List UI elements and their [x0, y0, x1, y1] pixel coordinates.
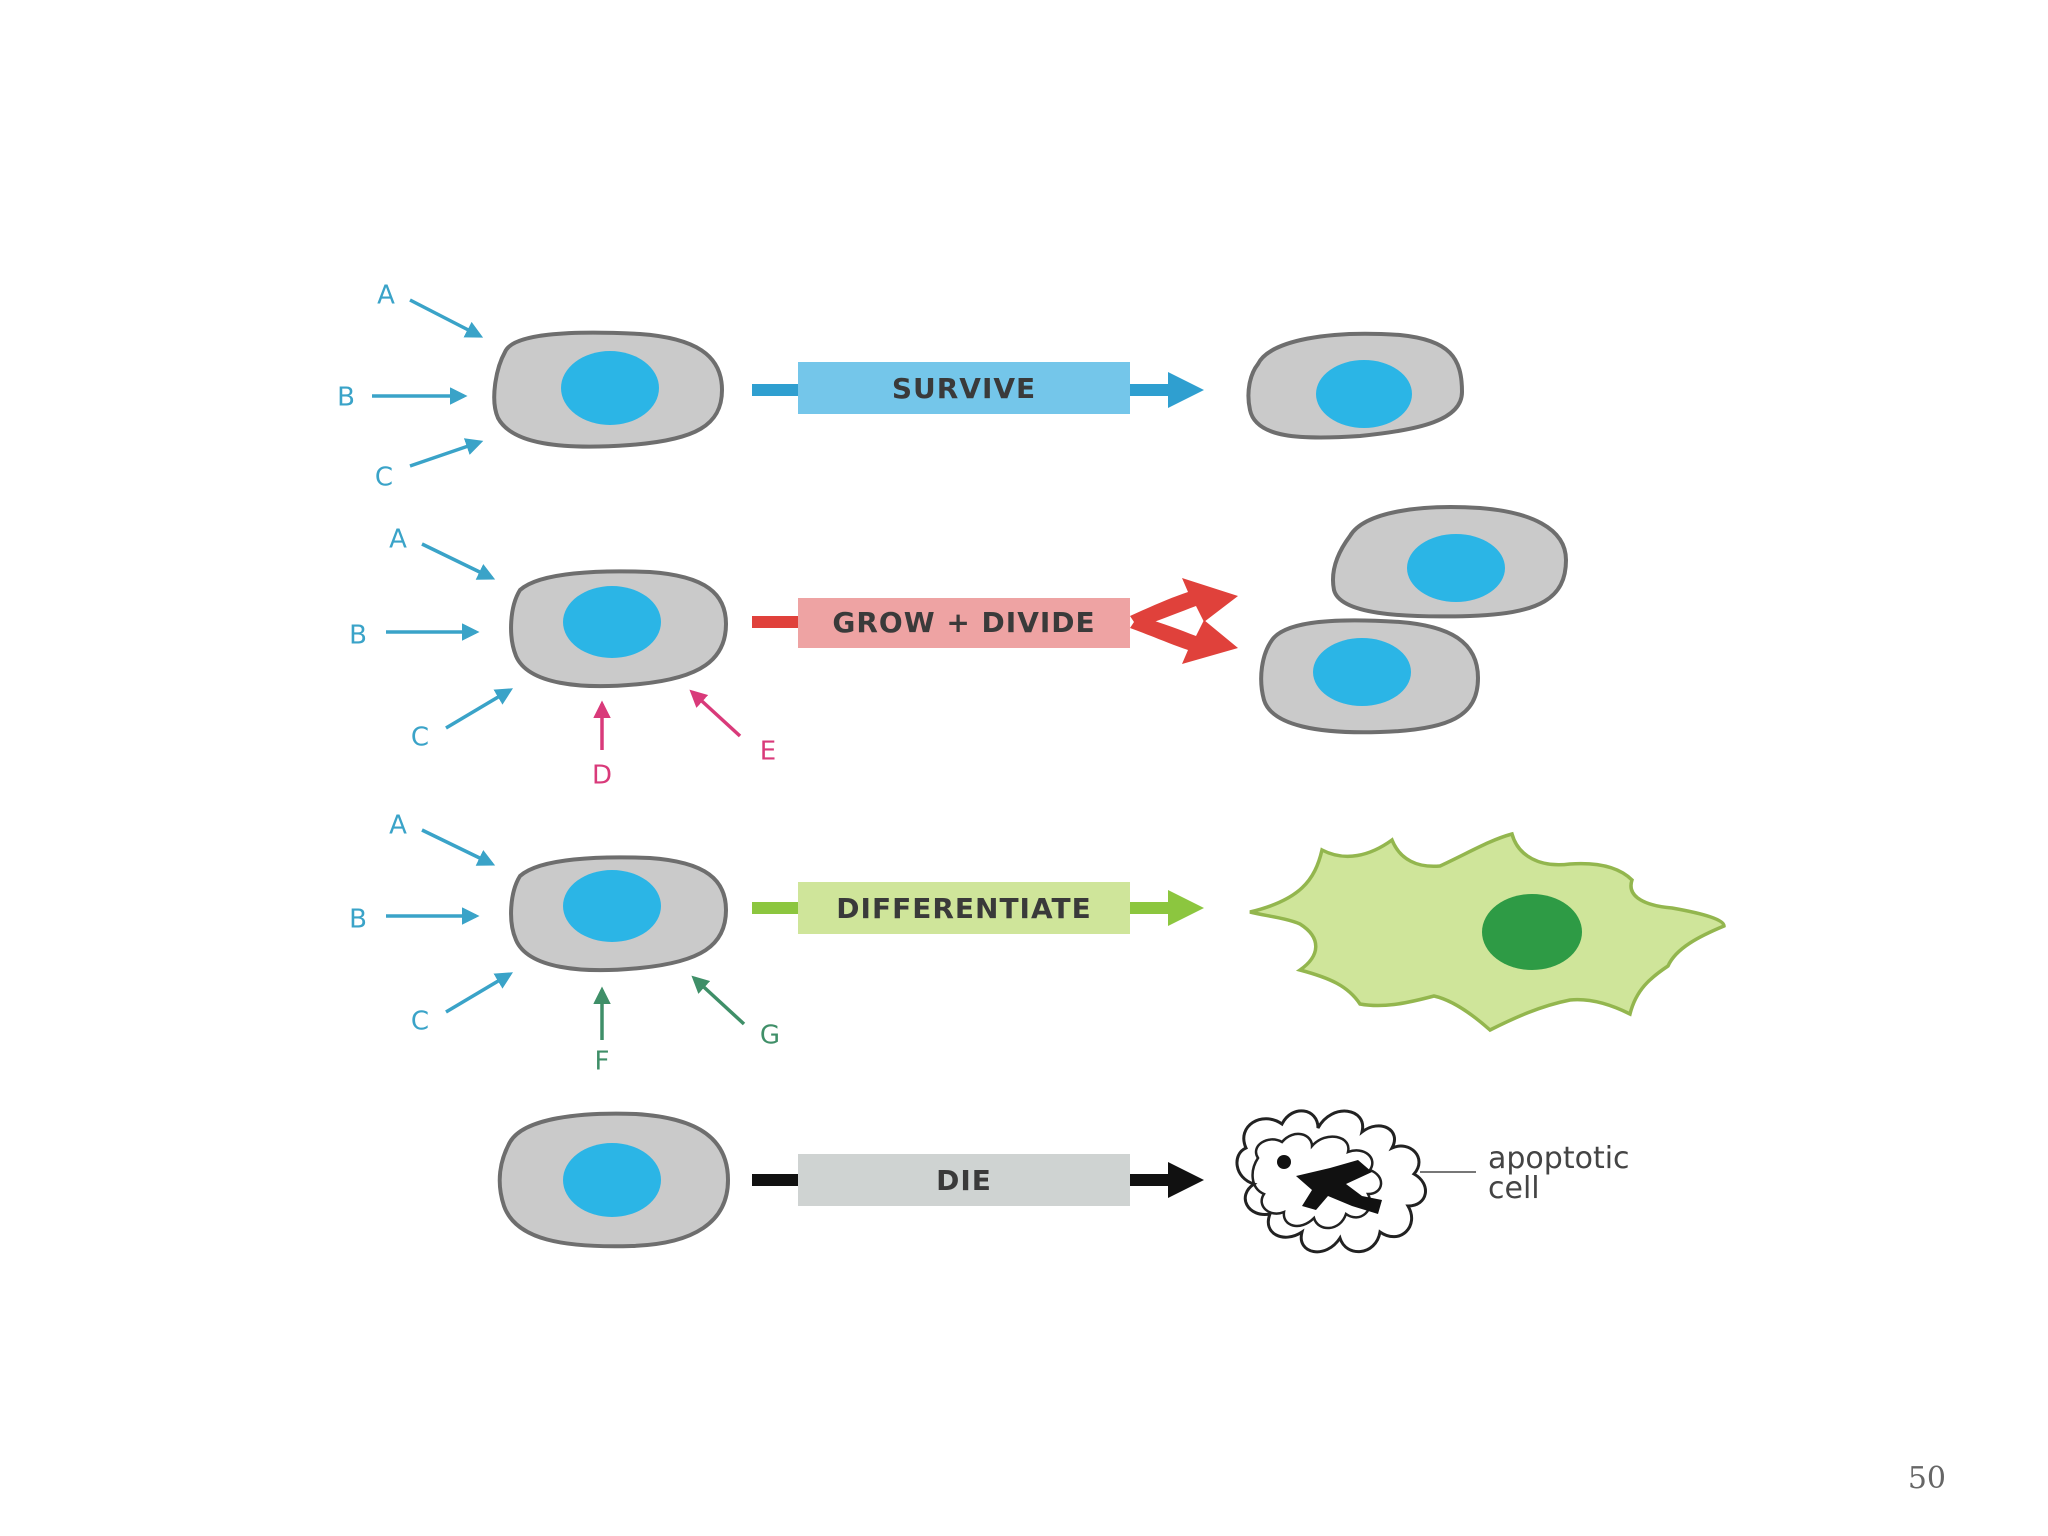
- signal-arrows-differentiate: A B C F G: [349, 811, 780, 1077]
- nucleus: [1482, 894, 1582, 970]
- outcome-arrow-survive: SURVIVE: [752, 362, 1204, 414]
- cell: [509, 569, 729, 689]
- signal-label-b: B: [349, 905, 367, 935]
- row-grow-divide: A B C D E GROW + DIVIDE: [349, 505, 1569, 791]
- outcome-arrow-differentiate: DIFFERENTIATE: [752, 882, 1204, 934]
- signal-arrow-c: [445, 972, 514, 1014]
- signal-arrow-a: [421, 828, 496, 866]
- signal-arrow-g: [691, 975, 746, 1026]
- nucleus: [563, 1143, 661, 1217]
- row-differentiate: A B C F G DIFFERENTIATE: [349, 811, 1726, 1077]
- signal-label-e: E: [760, 737, 776, 767]
- cell: [492, 330, 725, 449]
- nucleus: [1407, 534, 1505, 602]
- signal-arrow-c: [409, 438, 484, 468]
- signal-label-a: A: [389, 811, 407, 841]
- signal-arrows-grow: A B C D E: [349, 525, 776, 791]
- signal-label-c: C: [411, 723, 429, 753]
- signal-label-f: F: [595, 1047, 610, 1077]
- result-cell-survive: [1246, 331, 1465, 440]
- outcome-box-survive: [798, 362, 1130, 414]
- signal-label-g: G: [760, 1021, 780, 1051]
- apoptotic-label-line2: cell: [1488, 1171, 1540, 1206]
- row-die: DIE apoptotic cell: [497, 1109, 1630, 1254]
- slide-number: 50: [1907, 1461, 1946, 1496]
- outcome-arrow-die: DIE: [752, 1154, 1204, 1206]
- signal-arrow-a: [421, 542, 496, 580]
- outcome-label-die: DIE: [936, 1164, 992, 1197]
- signal-label-c: C: [411, 1007, 429, 1037]
- signal-arrows-survive: A B C: [337, 281, 484, 493]
- signal-label-a: A: [389, 525, 407, 555]
- signal-arrow-a: [409, 298, 484, 338]
- signal-label-b: B: [337, 383, 355, 413]
- cell: [509, 855, 729, 973]
- nucleus: [561, 351, 659, 425]
- apoptotic-label-line1: apoptotic: [1488, 1141, 1630, 1176]
- outcome-box-die: [798, 1154, 1130, 1206]
- signal-label-d: D: [592, 761, 612, 791]
- outcome-label-survive: SURVIVE: [892, 372, 1036, 405]
- signal-arrow-e: [689, 689, 742, 738]
- signal-label-c: C: [375, 463, 393, 493]
- differentiated-cell: [1249, 831, 1726, 1033]
- outcome-label-grow: GROW + DIVIDE: [832, 606, 1095, 639]
- outcome-box-differentiate: [798, 882, 1130, 934]
- apoptotic-cell: apoptotic cell: [1235, 1109, 1630, 1254]
- signal-label-b: B: [349, 621, 367, 651]
- signal-label-a: A: [377, 281, 395, 311]
- outcome-label-differentiate: DIFFERENTIATE: [836, 892, 1091, 925]
- outcome-arrow-grow: GROW + DIVIDE: [752, 578, 1238, 664]
- row-survive: A B C SURVIVE: [337, 281, 1465, 493]
- nucleus: [1316, 360, 1412, 428]
- signal-arrow-c: [445, 688, 514, 730]
- nucleus: [563, 586, 661, 658]
- daughter-cells: [1259, 505, 1569, 735]
- nucleus: [563, 870, 661, 942]
- nucleus: [1313, 638, 1411, 706]
- outcome-box-grow: [798, 598, 1130, 648]
- cell: [497, 1111, 731, 1249]
